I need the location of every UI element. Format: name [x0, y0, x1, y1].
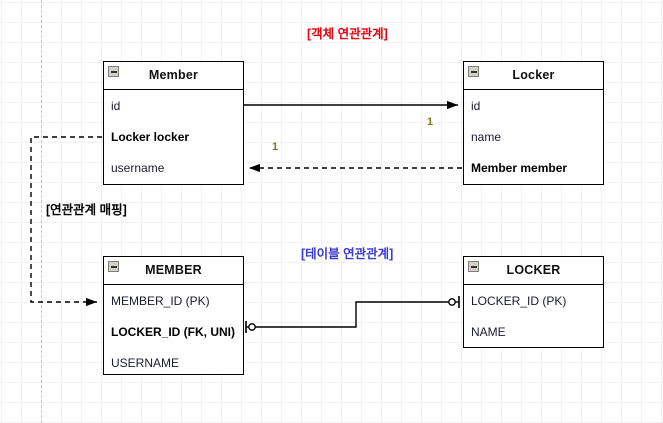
- attribute-row: USERNAME: [111, 355, 180, 370]
- attribute-row: LOCKER_ID (PK): [471, 293, 567, 308]
- entity-header-member-table: MEMBER: [104, 257, 243, 285]
- fk-connector: [252, 301, 452, 328]
- fk-end-circle-left: [248, 323, 256, 331]
- minus-icon[interactable]: [108, 66, 119, 77]
- attribute-row: name: [471, 129, 502, 144]
- entity-title-member-table: MEMBER: [145, 263, 202, 278]
- entity-attributes-member-table: MEMBER_ID (PK) LOCKER_ID (FK, UNI) USERN…: [104, 285, 243, 378]
- attribute-row: Member member: [471, 160, 568, 175]
- entity-attributes-member-class: id Locker locker username: [104, 90, 243, 183]
- attribute-row: username: [111, 160, 165, 175]
- entity-box-member-table[interactable]: MEMBER MEMBER_ID (PK) LOCKER_ID (FK, UNI…: [103, 256, 244, 375]
- entity-box-member-class[interactable]: Member id Locker locker username: [103, 61, 244, 185]
- attribute-row: MEMBER_ID (PK): [111, 293, 210, 308]
- caption-relation-mapping: [연관관계 매핑]: [46, 203, 127, 217]
- entity-header-locker-table: LOCKER: [464, 257, 603, 285]
- minus-icon[interactable]: [108, 261, 119, 272]
- entity-title-member-class: Member: [148, 68, 199, 83]
- entity-title-locker-class: Locker: [512, 68, 555, 83]
- attribute-row: id: [111, 98, 121, 113]
- minus-icon[interactable]: [468, 261, 479, 272]
- entity-box-locker-table[interactable]: LOCKER LOCKER_ID (PK) NAME: [463, 256, 604, 348]
- entity-header-member-class: Member: [104, 62, 243, 90]
- entity-title-locker-table: LOCKER: [506, 263, 561, 278]
- caption-table-relation: [테이블 연관관계]: [301, 247, 394, 261]
- multiplicity-label-locker-side: 1: [427, 116, 434, 128]
- entity-box-locker-class[interactable]: Locker id name Member member: [463, 61, 604, 185]
- fk-end-circle-right: [448, 298, 456, 306]
- attribute-row: NAME: [471, 324, 506, 339]
- entity-attributes-locker-class: id name Member member: [464, 90, 603, 183]
- entity-header-locker-class: Locker: [464, 62, 603, 90]
- entity-attributes-locker-table: LOCKER_ID (PK) NAME: [464, 285, 603, 347]
- page-break-guide: [41, 0, 42, 423]
- attribute-row: id: [471, 98, 481, 113]
- attribute-row: Locker locker: [111, 129, 190, 144]
- caption-object-relation: [객체 연관관계]: [307, 27, 388, 41]
- attribute-row: LOCKER_ID (FK, UNI): [111, 324, 235, 339]
- multiplicity-label-member-side: 1: [272, 141, 279, 153]
- minus-icon[interactable]: [468, 66, 479, 77]
